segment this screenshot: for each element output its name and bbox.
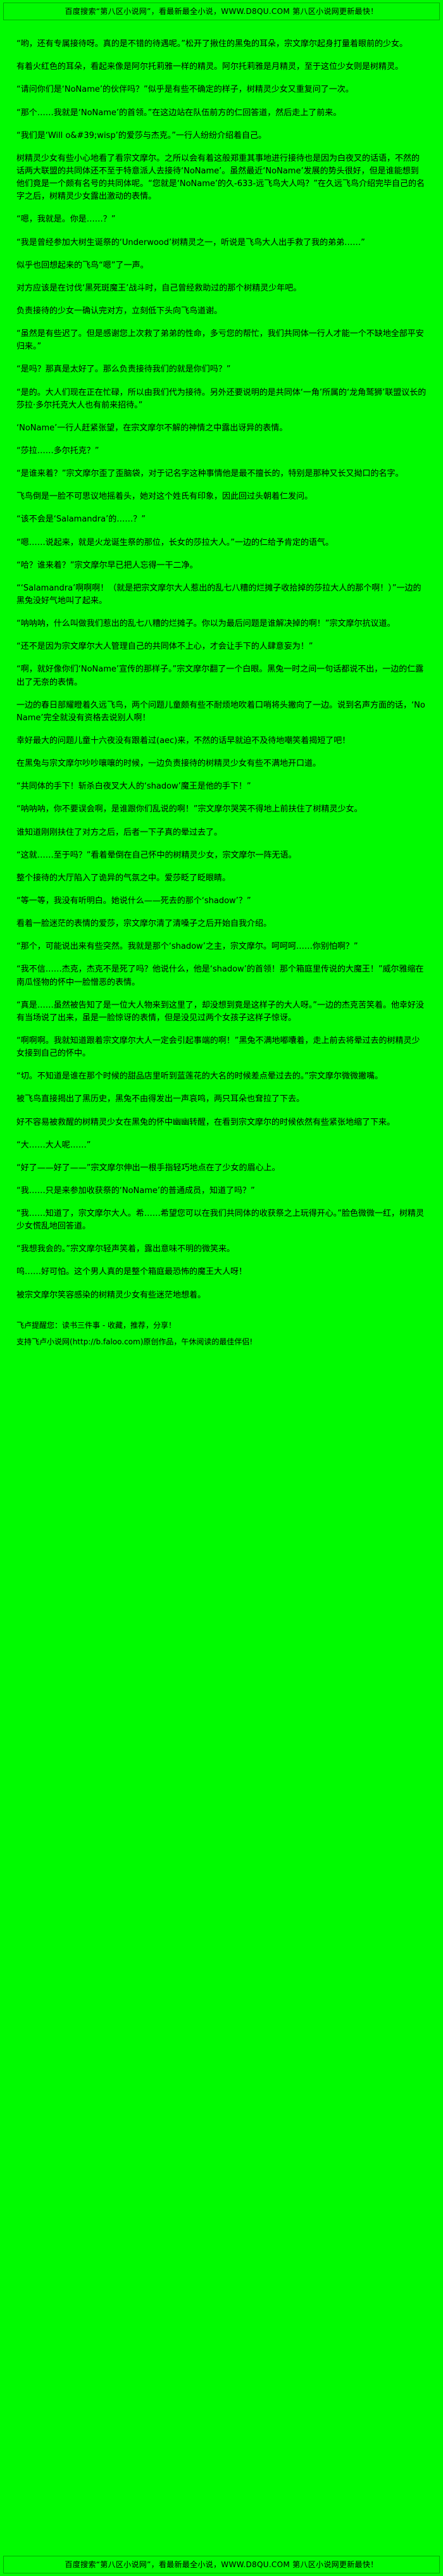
novel-paragraph: 树精灵少女有些小心地看了看宗文摩尔。之所以会有着这般郑重其事地进行接待也是因为白… bbox=[16, 153, 425, 202]
novel-paragraph: “那个，可能说出来有些突然。我就是那个‘shadow’之主，宗文摩尔。呵呵呵……… bbox=[16, 942, 358, 952]
novel-paragraph: 被宗文摩尔笑容感染的树精灵少女有些迷茫地想着。 bbox=[16, 1290, 206, 1300]
support-suffix: )原创作品，午休阅读的最佳伴侣! bbox=[140, 1337, 253, 1346]
novel-paragraph: “共同体的手下！斩杀白夜叉大人的‘shadow’魔王是他的手下！” bbox=[16, 782, 251, 792]
novel-paragraph: “等一等，我没有听明白。她说什么——死去的那个‘shadow’？” bbox=[16, 896, 251, 906]
novel-paragraph: “好了——好了——”宗文摩尔伸出一根手指轻巧地点在了少女的眉心上。 bbox=[16, 1163, 280, 1173]
novel-paragraph: 好不容易被救醒的树精灵少女在黑兔的怀中幽幽转醒，在看到宗文摩尔的时候依然有些紧张… bbox=[16, 1117, 396, 1127]
novel-paragraph: “大……大人呢……” bbox=[16, 1140, 91, 1150]
novel-paragraph: 被飞鸟直接揭出了黑历史，黑兔不由得发出一声哀鸣，两只耳朵也耷拉了下去。 bbox=[16, 1094, 305, 1104]
novel-paragraph: 对方应该是在讨伐‘黑死斑魔王’战斗时，自己曾经救助过的那个树精灵少年吧。 bbox=[16, 283, 302, 293]
support-line: 支持飞卢小说网(http://b.faloo.com)原创作品，午休阅读的最佳伴… bbox=[16, 1336, 427, 1347]
novel-paragraph: “嗯，我就是。你是……？” bbox=[16, 215, 116, 225]
novel-paragraph: 呜……好可怕。这个男人真的是整个箱庭最恐怖的魔王大人呀！ bbox=[16, 1267, 247, 1277]
novel-paragraph: 整个接待的大厅陷入了诡异的气氛之中。爱莎眨了眨眼睛。 bbox=[16, 873, 231, 883]
novel-paragraph: 负责接待的少女一确认完对方，立刻低下头向飞鸟道谢。 bbox=[16, 306, 223, 316]
novel-paragraph: 看着一脸迷茫的表情的爱莎，宗文摩尔清了清嗓子之后开始自我介绍。 bbox=[16, 919, 272, 929]
novel-paragraph: “‘Salamandra’啊啊啊！（就是把宗文摩尔大人惹出的乱七八糟的烂摊子收拾… bbox=[16, 583, 421, 606]
novel-paragraph: “我是曾经参加大树生诞祭的‘Underwood’树精灵之一，听说是飞鸟大人出手救… bbox=[16, 237, 365, 247]
novel-content: “哟，还有专属接待呀。真的是不错的待遇呢。”松开了揪住的黑兔的耳朵，宗文摩尔起身… bbox=[0, 23, 443, 1317]
novel-paragraph: “我们是‘Will o&#39;wisp’的爱莎与杰克。”一行人纷纷介绍着自己。 bbox=[16, 130, 266, 141]
novel-paragraph: 谁知道刚刚扶住了对方之后，后者一下子真的晕过去了。 bbox=[16, 827, 223, 837]
novel-paragraph: 有着火红色的耳朵，看起来像是阿尔托莉雅一样的精灵。阿尔托莉雅是月精灵，至于这位少… bbox=[16, 62, 404, 72]
footer-meta: 飞卢提醒您：读书三件事 - 收藏，推荐，分享！ 支持飞卢小说网(http://b… bbox=[0, 1317, 443, 1361]
novel-paragraph: “我不信……杰克，杰克不是死了吗？他说什么，他是‘shadow’的首领！那个箱庭… bbox=[16, 965, 424, 987]
novel-paragraph: 在黑兔与宗文摩尔吵吵嚷嚷的时候，一边负责接待的树精灵少女有些不满地开口道。 bbox=[16, 759, 321, 769]
novel-paragraph: “那个……我就是‘NoName’的首领。”在这边站在队伍前方的仁回答道，然后走上… bbox=[16, 108, 342, 118]
reader-reminder: 飞卢提醒您：读书三件事 - 收藏，推荐，分享！ bbox=[16, 1320, 176, 1330]
top-notice-bar[interactable]: 百度搜索“第八区小说网”，看最新最全小说，WWW.D8QU.COM 第八区小说网… bbox=[3, 3, 440, 21]
support-prefix: 支持飞卢小说网( bbox=[16, 1337, 73, 1346]
novel-paragraph: “请问你们是‘NoName’的伙伴吗？”似乎是有些不确定的样子，树精灵少女又重复… bbox=[16, 85, 354, 95]
novel-paragraph: “是谁来着？”宗文摩尔歪了歪脑袋，对于记名字这种事情他是最不擅长的，特别是那种又… bbox=[16, 469, 404, 479]
novel-paragraph: ‘NoName’一行人赶紧张望，在宗文摩尔不解的神情之中露出讶异的表情。 bbox=[16, 423, 288, 433]
novel-paragraph: 飞鸟倒是一脸不可思议地摇着头，她对这个姓氏有印象，因此回过头朝着仁发问。 bbox=[16, 492, 313, 502]
novel-paragraph: “啊啊啊。我就知道跟着宗文摩尔大人一定会引起事端的啊！”黑兔不满地嘟囔着，走上前… bbox=[16, 1035, 420, 1059]
novel-paragraph: “是的。大人们现在正在忙碌，所以由我们代为接待。另外还要说明的是共同体‘一角’所… bbox=[16, 387, 427, 410]
faloo-site-link[interactable]: http://b.faloo.com bbox=[72, 1337, 140, 1346]
novel-paragraph: 一边的春日部耀瞪着久远飞鸟，两个问题儿童颇有些不耐烦地吹着口哨将头撇向了一边。说… bbox=[16, 700, 425, 723]
novel-paragraph: “呐呐呐，什么叫做我们惹出的乱七八糟的烂摊子。你以为最后问题是谁解决掉的啊！”宗… bbox=[16, 619, 396, 629]
novel-paragraph: “呐呐呐，你不要误会啊，是谁跟你们乱说的啊！”宗文摩尔哭笑不得地上前扶住了树精灵… bbox=[16, 804, 363, 815]
novel-paragraph: “这就……至于吗？”看着晕倒在自己怀中的树精灵少女，宗文摩尔一阵无语。 bbox=[16, 850, 297, 860]
novel-paragraph: “真是……虽然被告知了是一位大人物来到这里了，却没想到竟是这样子的大人呀。”一边… bbox=[16, 1000, 424, 1023]
novel-paragraph: “哈？谁来着？”宗文摩尔早已把人忘得一干二净。 bbox=[16, 560, 198, 570]
footer-wrap: 百度搜索“第八区小说网”，看最新最全小说，WWW.D8QU.COM 第八区小说网… bbox=[0, 2553, 443, 2576]
novel-paragraph: “虽然是有些迟了。但是感谢您上次救了弟弟的性命，多亏您的帮忙，我们共同体一行人才… bbox=[16, 329, 424, 352]
novel-paragraph: “莎拉……多尔托克？” bbox=[16, 446, 99, 456]
novel-paragraph: “还不是因为宗文摩尔大人管理自己的共同体不上心，才会让手下的人肆意妄为！” bbox=[16, 642, 313, 652]
novel-paragraph: “嗯……说起来，就是火龙诞生祭的那位，长女的莎拉大人。”一边的仁给予肯定的语气。 bbox=[16, 537, 334, 547]
novel-paragraph: “哟，还有专属接待呀。真的是不错的待遇呢。”松开了揪住的黑兔的耳朵，宗文摩尔起身… bbox=[16, 39, 408, 49]
novel-paragraph: 似乎也回想起来的飞鸟“嗯”了一声。 bbox=[16, 260, 149, 270]
bottom-notice-bar[interactable]: 百度搜索“第八区小说网”，看最新最全小说，WWW.D8QU.COM 第八区小说网… bbox=[3, 2555, 440, 2573]
novel-paragraph: “我想我会的。”宗文摩尔轻声笑着，露出意味不明的微笑来。 bbox=[16, 1244, 235, 1254]
novel-paragraph: “啊，就好像你们‘NoName’宣传的那样子。”宗文摩尔翻了一个白眼。黑兔一时之… bbox=[16, 665, 424, 687]
novel-paragraph: “我……知道了，宗文摩尔大人。希……希望您可以在我们共同体的收获祭之上玩得开心。… bbox=[16, 1209, 424, 1232]
novel-paragraph: “切。不知道是谁在那个时候的甜品店里听到蓝莲花的大名的时候差点晕过去的。”宗文摩… bbox=[16, 1072, 383, 1082]
novel-paragraph: “是吗？那真是太好了。那么负责接待我们的就是你们吗？” bbox=[16, 365, 231, 375]
novel-paragraph: “该不会是‘Salamandra’的……？” bbox=[16, 515, 146, 525]
novel-paragraph: 幸好最大的问题儿童十六夜没有跟着过(aec)来，不然的话早就迫不及待地嘲笑着揭短… bbox=[16, 735, 351, 746]
novel-paragraph: “我……只是来参加收获祭的‘NoName’的普通成员，知道了吗？” bbox=[16, 1185, 255, 1196]
